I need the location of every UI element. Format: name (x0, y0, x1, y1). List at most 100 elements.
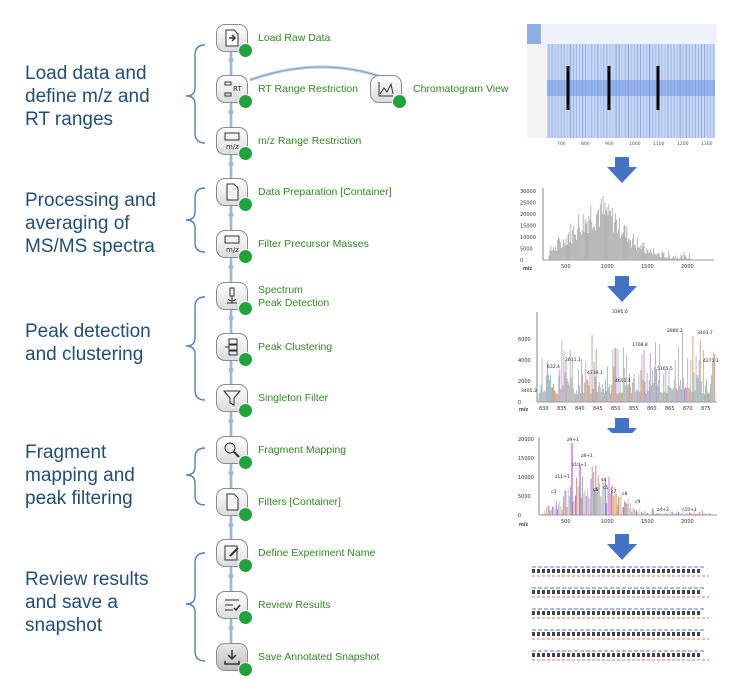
residue-glyph (552, 632, 555, 636)
residue-glyph (557, 569, 560, 573)
residue-glyph (687, 632, 690, 636)
mz-filter-icon: m/z (224, 235, 240, 254)
node-peak-clustering[interactable] (216, 333, 253, 367)
bracket-review (185, 552, 206, 662)
s1-y-tick: 30000 (520, 189, 536, 195)
node-save-snapshot[interactable] (216, 643, 253, 677)
residue-glyph (567, 611, 570, 615)
s2-x-tick: 850 (611, 406, 621, 412)
document-icon (226, 183, 239, 201)
node-experiment-name[interactable] (216, 539, 253, 573)
s3-annotation: c6 (593, 487, 598, 493)
node-spectrum-peak[interactable] (216, 282, 253, 316)
residue-glyph (692, 653, 695, 657)
s3-x-tick: 1500 (641, 519, 654, 525)
s3-y-tick: 0 (518, 513, 521, 519)
residue-glyph (587, 611, 590, 615)
s2-annotation: 3405.3 (521, 388, 537, 394)
residue-glyph (697, 611, 700, 615)
bracket-load (185, 44, 206, 144)
residue-glyph (662, 632, 665, 636)
residue-glyph (537, 653, 540, 657)
node-chromatogram[interactable] (370, 75, 407, 109)
residue-glyph (547, 611, 550, 615)
node-review-results[interactable] (216, 591, 253, 625)
residue-glyph (587, 569, 590, 573)
residue-glyph (592, 590, 595, 594)
residue-glyph (557, 653, 560, 657)
flow-arrow (607, 534, 637, 560)
check-icon (238, 146, 253, 161)
check-icon (238, 94, 253, 109)
s3-x-tick: 500 (561, 519, 571, 525)
residue-glyph (572, 653, 575, 657)
node-mz-range[interactable]: m/z (216, 127, 253, 161)
node-fragment-mapping[interactable] (216, 436, 253, 470)
bracket-process (185, 187, 206, 253)
residue-glyph (642, 653, 645, 657)
residue-glyph (692, 590, 695, 594)
residue-glyph (587, 632, 590, 636)
residue-glyph (572, 632, 575, 636)
funnel-icon (222, 390, 242, 406)
residue-glyph (537, 590, 540, 594)
residue-glyph (667, 611, 670, 615)
residue-glyph (552, 653, 555, 657)
residue-glyph (577, 632, 580, 636)
residue-glyph (697, 653, 700, 657)
residue-glyph (682, 632, 685, 636)
residue-glyph (642, 611, 645, 615)
s2-y-tick: 6000 (518, 337, 531, 343)
residue-glyph (542, 590, 545, 594)
residue-glyph (647, 569, 650, 573)
s2-x-tick: 860 (647, 406, 657, 412)
label-experiment-name: Define Experiment Name (258, 547, 376, 559)
residue-glyph (672, 653, 675, 657)
residue-glyph (667, 590, 670, 594)
residue-glyph (597, 611, 600, 615)
label-load-raw-data: Load Raw Data (258, 32, 331, 44)
node-data-prep[interactable] (216, 178, 253, 212)
residue-glyph (617, 569, 620, 573)
residue-glyph (677, 569, 680, 573)
s1-y-tick: 10000 (520, 235, 536, 241)
residue-glyph (577, 611, 580, 615)
residue-glyph (657, 611, 660, 615)
residue-glyph (692, 632, 695, 636)
residue-glyph (572, 611, 575, 615)
residue-glyph (597, 590, 600, 594)
s2-xlabel: m/z (519, 407, 528, 413)
check-icon (238, 249, 253, 264)
rt-filter-icon: RT (224, 81, 242, 97)
s3-annotation: c8 (622, 491, 627, 497)
residue-glyph (667, 569, 670, 573)
residue-glyph (622, 632, 625, 636)
s2-annotation: 632.4 (547, 364, 560, 370)
s3-y-tick: 20000 (518, 437, 534, 443)
s3-annotation: z8+1 (581, 453, 593, 459)
node-singleton[interactable] (216, 384, 253, 418)
node-filters[interactable] (216, 488, 253, 522)
residue-glyph (557, 611, 560, 615)
residue-glyph (697, 590, 700, 594)
check-icon (238, 610, 253, 625)
s2-x-tick: 870 (683, 406, 693, 412)
residue-glyph (677, 611, 680, 615)
node-rt-range[interactable]: RT (216, 75, 253, 109)
node-load-raw-data[interactable] (216, 24, 253, 58)
s1-x-tick: 1000 (601, 264, 614, 270)
residue-glyph (602, 632, 605, 636)
residue-glyph (682, 653, 685, 657)
s2-x-tick: 855 (629, 406, 639, 412)
s1-y-tick: 0 (520, 258, 523, 264)
node-filter-precursor[interactable]: m/z (216, 230, 253, 264)
residue-glyph (537, 632, 540, 636)
residue-glyph (532, 569, 535, 573)
residue-glyph (542, 632, 545, 636)
residue-glyph (682, 611, 685, 615)
residue-glyph (687, 590, 690, 594)
load-data-icon (225, 29, 239, 47)
